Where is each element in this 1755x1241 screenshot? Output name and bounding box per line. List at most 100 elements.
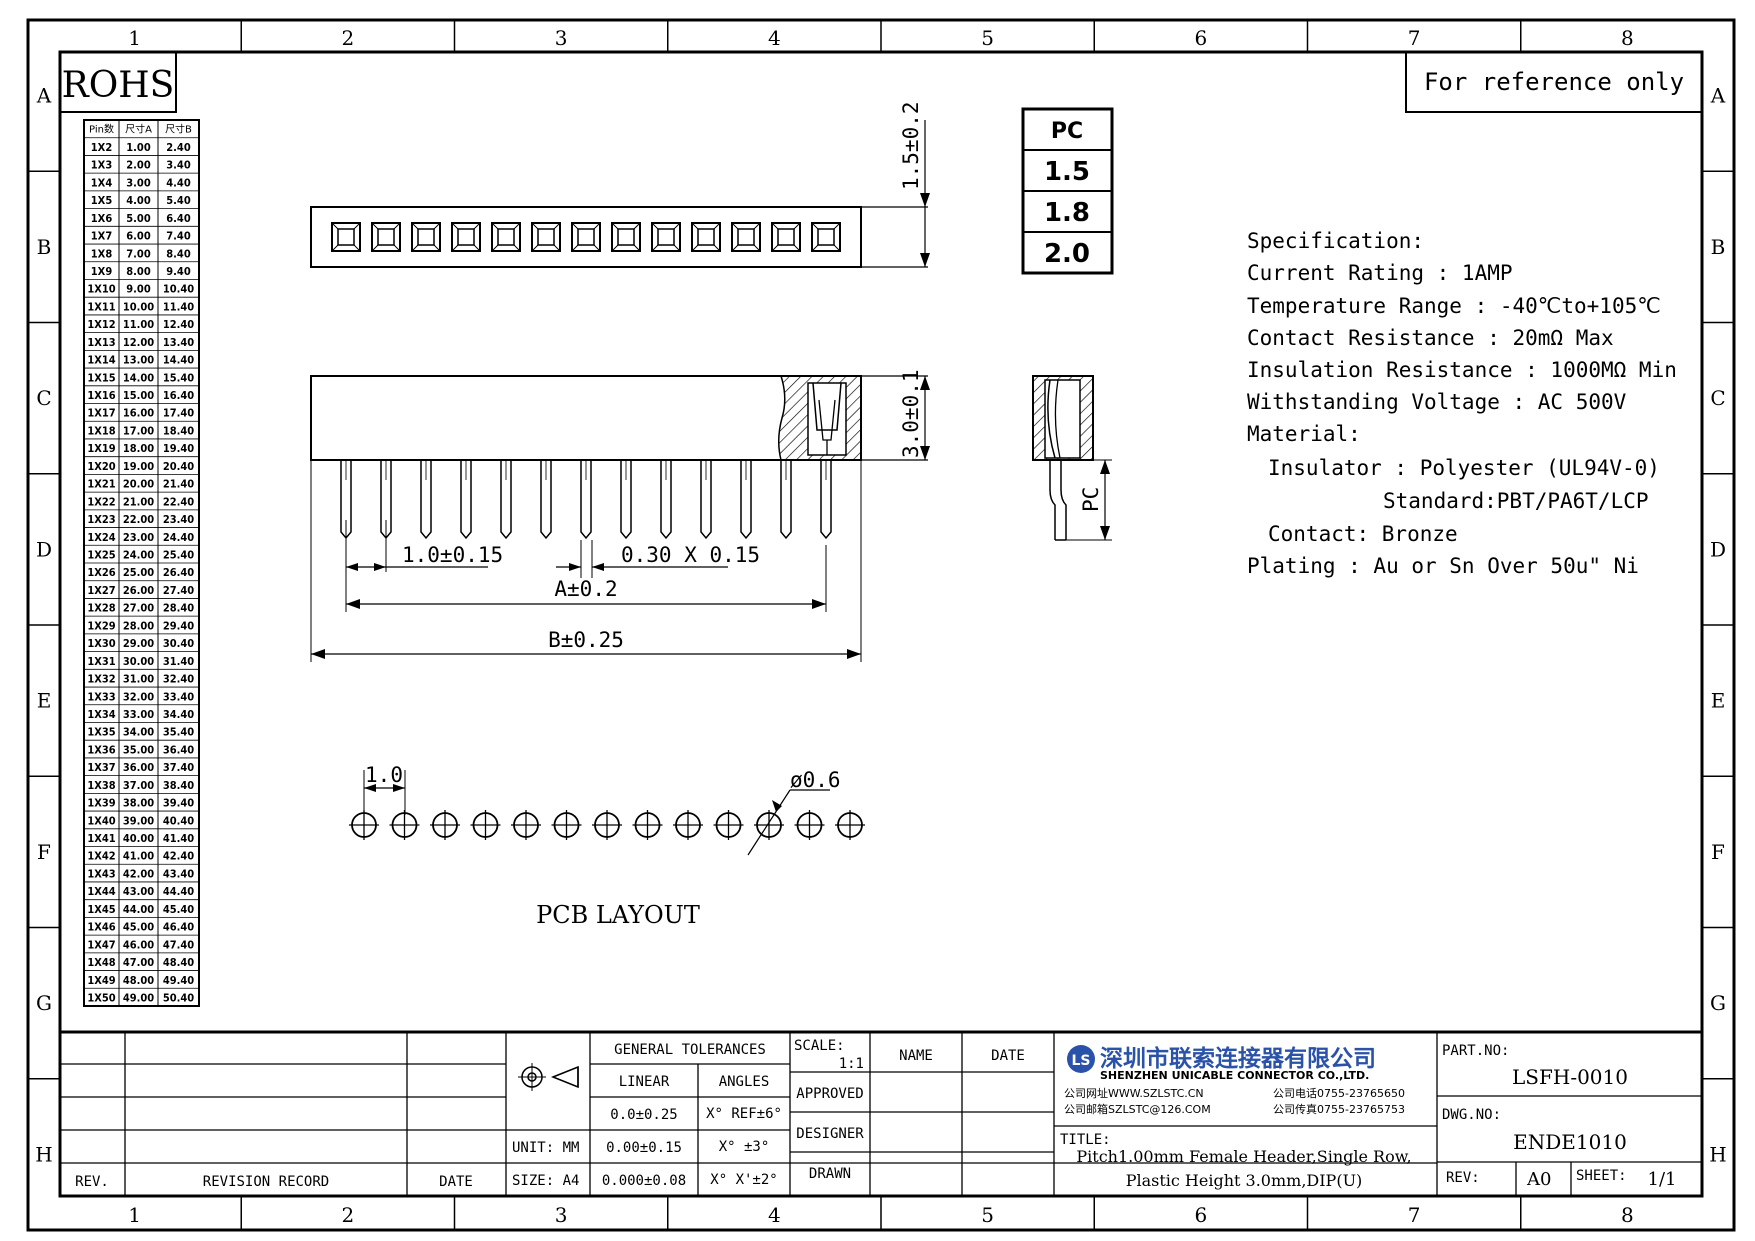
column-label-top: 7 [1408, 26, 1421, 50]
pin-table-cell: 1X6 [91, 212, 113, 225]
pin-table-cell: 19.00 [123, 460, 154, 473]
pin-table-cell: 29.40 [163, 619, 194, 632]
company-name-en: SHENZHEN UNICABLE CONNECTOR CO.,LTD. [1100, 1069, 1369, 1082]
pcb-hole [632, 810, 663, 840]
row-label-right: B [1711, 235, 1726, 259]
pin-table-cell: 1X31 [87, 655, 115, 668]
column-label-bottom: 6 [1195, 1203, 1208, 1227]
pin-table-cell: 1X37 [87, 761, 115, 774]
pin-table-cell: 31.40 [163, 655, 194, 668]
dim-pitch: 1.0±0.15 [402, 543, 503, 567]
pin-table-cell: 16.00 [123, 407, 154, 420]
pin-table-cell: 1X43 [87, 867, 115, 880]
pcb-hole [430, 810, 460, 840]
pin-table-cell: 12.00 [123, 336, 154, 349]
pcb-hole [673, 810, 703, 840]
row-label-right: G [1710, 991, 1726, 1015]
top-view: 1.5±0.2 [310, 101, 930, 268]
top-view-contact [731, 222, 761, 252]
pin-table-cell: 1X41 [87, 832, 115, 845]
sheet-label: SHEET: [1576, 1168, 1627, 1184]
pin-table-cell: 44.40 [163, 885, 194, 898]
pin-table-cell: 1X32 [87, 673, 115, 686]
pin-table-cell: 1X35 [87, 726, 115, 739]
pin-table-cell: 1X22 [87, 495, 115, 508]
designer-label: DESIGNER [796, 1126, 864, 1142]
pcb-hole [794, 810, 825, 840]
pin-table-cell: 15.40 [163, 371, 194, 384]
row-label-left: A [36, 84, 52, 108]
pin-table-cell: 24.00 [123, 549, 154, 562]
pin-table-cell: 1X49 [87, 974, 115, 987]
pin-table-cell: 1X17 [87, 407, 115, 420]
top-view-contact [571, 222, 601, 252]
general-tolerances: GENERAL TOLERANCES [614, 1042, 766, 1058]
name-header: NAME [899, 1048, 933, 1064]
pin-table-cell: 39.40 [163, 797, 194, 810]
pin-table-cell: 33.40 [163, 690, 194, 703]
front-view: 3.0±0.1 1.0±0.15 0.30 X 0.15 A±0.2 B±0.2… [310, 369, 930, 662]
pin-table-cell: 1X48 [87, 956, 115, 969]
pin-table-cell: 21.00 [123, 495, 154, 508]
specification-block: Specification: Current Rating : 1AMP Tem… [1247, 229, 1677, 578]
projection-symbol [518, 1063, 579, 1091]
dim-pin-size: 0.30 X 0.15 [621, 543, 760, 567]
pin-table-cell: 33.00 [123, 708, 154, 721]
pin-table-cell: 1X46 [87, 921, 115, 934]
pin-table-cell: 23.40 [163, 513, 194, 526]
pin-table-cell: 5.00 [126, 212, 151, 225]
pin-table-cell: 1X40 [87, 814, 115, 827]
front-view-pin [540, 460, 552, 540]
row-label-left: H [35, 1142, 52, 1166]
pin-table-cell: 10.00 [123, 300, 154, 313]
unit-label: UNIT: MM [512, 1140, 579, 1156]
tol-angle-2: X° ±3° [719, 1139, 770, 1155]
pin-table-cell: 42.40 [163, 850, 194, 863]
pin-table-cell: 14.00 [123, 371, 154, 384]
pin-table-cell: 8.00 [126, 265, 151, 278]
pin-table-cell: 18.40 [163, 424, 194, 437]
pin-table-cell: 1X18 [87, 424, 115, 437]
reference-text: For reference only [1424, 68, 1684, 96]
pin-table-cell: 1X11 [87, 300, 115, 313]
pin-table-cell: 34.40 [163, 708, 194, 721]
spec-line-10: Plating : Au or Sn Over 50u" Ni [1247, 554, 1639, 578]
pin-table-cell: 24.40 [163, 531, 194, 544]
pin-table-header: 尺寸A [125, 123, 152, 136]
pin-table-cell: 1X16 [87, 389, 115, 402]
pin-table-cell: 16.40 [163, 389, 194, 402]
pin-table-cell: 12.40 [163, 318, 194, 331]
pin-table-cell: 28.40 [163, 602, 194, 615]
dim-body-height: 3.0±0.1 [899, 369, 923, 458]
pin-table-cell: 1X50 [87, 992, 115, 1005]
spec-line-3: Contact Resistance : 20mΩ Max [1247, 326, 1614, 350]
column-label-top: 2 [342, 26, 355, 50]
dim-top-height: 1.5±0.2 [899, 101, 923, 190]
sheet-value: 1/1 [1648, 1169, 1677, 1190]
tol-linear-3: 0.000±0.08 [602, 1173, 686, 1189]
title-line-2: Plastic Height 3.0mm,DIP(U) [1126, 1171, 1363, 1190]
pin-table-cell: 1X4 [91, 176, 113, 189]
pin-table-cell: 10.40 [163, 283, 194, 296]
scale-label: SCALE: [794, 1038, 845, 1054]
dwg-no-value: ENDE1010 [1513, 1130, 1627, 1154]
spec-line-6: Material: [1247, 422, 1361, 446]
spec-line-5: Withstanding Voltage : AC 500V [1247, 390, 1627, 414]
pin-table-cell: 15.00 [123, 389, 154, 402]
pin-table-cell: 2.40 [166, 141, 191, 154]
pin-table-cell: 49.40 [163, 974, 194, 987]
rev-label: REV: [1446, 1170, 1480, 1186]
pin-table-cell: 34.00 [123, 726, 154, 739]
pin-table-cell: 1X26 [87, 566, 115, 579]
pin-table-cell: 19.40 [163, 442, 194, 455]
pin-table-cell: 5.40 [166, 194, 191, 207]
pin-table-cell: 36.40 [163, 743, 194, 756]
pin-table-cell: 2.00 [126, 159, 151, 172]
front-view-section [778, 375, 862, 461]
row-label-left: F [37, 840, 51, 864]
pin-table-cell: 1X8 [91, 247, 113, 260]
column-label-bottom: 4 [768, 1203, 781, 1227]
top-view-contact [771, 222, 801, 252]
pin-table-cell: 48.40 [163, 956, 194, 969]
